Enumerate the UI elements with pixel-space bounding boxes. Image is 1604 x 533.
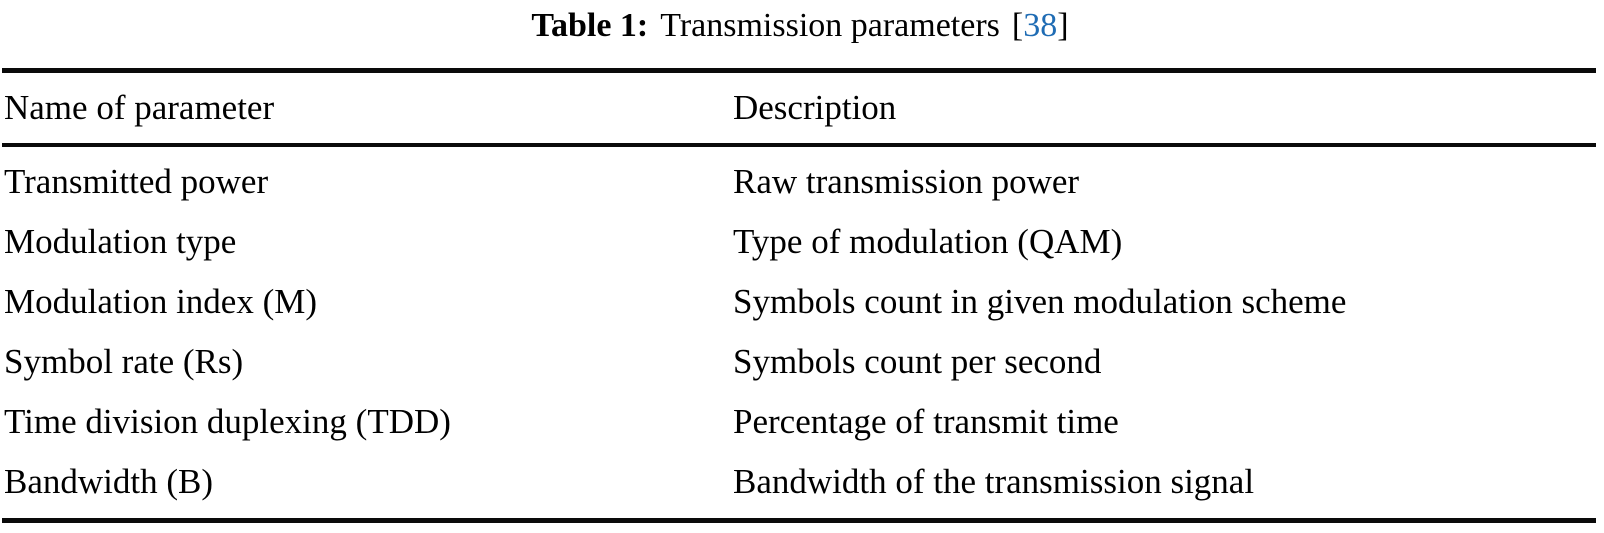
cell-parameter-name: Time division duplexing (TDD) xyxy=(4,402,451,441)
cell-parameter-name: Modulation type xyxy=(4,222,237,261)
cell-parameter-description: Bandwidth of the transmission signal xyxy=(733,462,1255,501)
citation-link-38[interactable]: 38 xyxy=(1023,7,1058,44)
cell-parameter-description: Raw transmission power xyxy=(733,162,1080,201)
cell-parameter-description: Symbols count in given modulation scheme xyxy=(733,282,1347,321)
table-row: Transmitted power Raw transmission power xyxy=(0,152,1604,212)
cell-parameter-name: Modulation index (M) xyxy=(4,282,318,321)
table-row: Symbol rate (Rs) Symbols count per secon… xyxy=(0,332,1604,392)
cell-parameter-name: Symbol rate (Rs) xyxy=(4,342,244,381)
table-toprule xyxy=(2,68,1596,73)
table-caption: Table 1: Transmission parameters [38] xyxy=(0,0,1600,52)
table-row: Modulation index (M) Symbols count in gi… xyxy=(0,272,1604,332)
cell-parameter-description: Percentage of transmit time xyxy=(733,402,1119,441)
cell-parameter-description: Symbols count per second xyxy=(733,342,1102,381)
table-header-group: Name of parameter Description xyxy=(0,73,1604,143)
caption-text: Transmission parameters xyxy=(660,7,1000,44)
column-header-name: Name of parameter xyxy=(4,88,275,127)
table-row: Time division duplexing (TDD) Percentage… xyxy=(0,392,1604,452)
caption-label: Table 1: xyxy=(531,7,649,44)
citation-open-bracket: [ xyxy=(1011,7,1024,44)
table-header-row: Name of parameter Description xyxy=(0,73,1604,143)
table-bottomrule xyxy=(2,518,1596,523)
cell-parameter-description: Type of modulation (QAM) xyxy=(733,222,1123,261)
table-row: Bandwidth (B) Bandwidth of the transmiss… xyxy=(0,452,1604,512)
cell-parameter-name: Transmitted power xyxy=(4,162,269,201)
citation-close-bracket: ] xyxy=(1057,7,1069,44)
table-row: Modulation type Type of modulation (QAM) xyxy=(0,212,1604,272)
table-midrule xyxy=(2,143,1596,147)
table-body: Transmitted power Raw transmission power… xyxy=(0,152,1604,512)
cell-parameter-name: Bandwidth (B) xyxy=(4,462,214,501)
column-header-description: Description xyxy=(733,88,897,127)
